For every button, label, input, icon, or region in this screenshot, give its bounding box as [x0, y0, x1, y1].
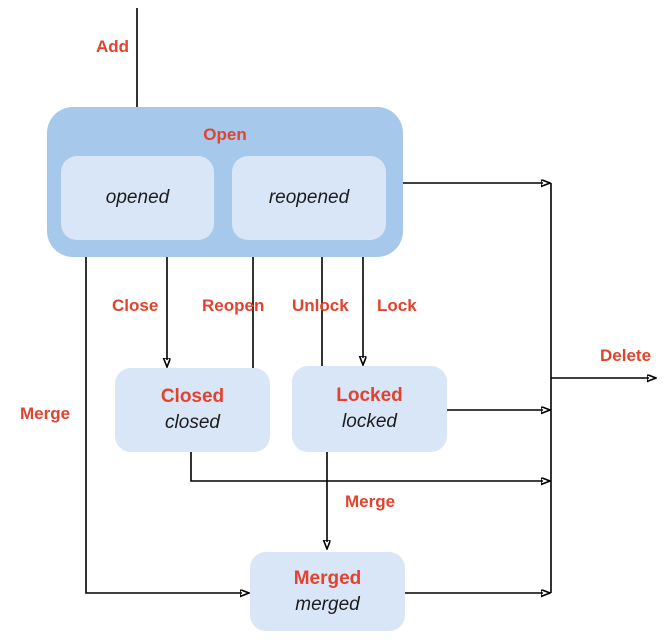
state-closed-sublabel: closed	[165, 412, 220, 433]
transition-label-merge-left: Merge	[20, 404, 71, 423]
state-merged-title: Merged	[293, 567, 362, 589]
state-locked: Locked locked	[292, 366, 447, 452]
state-merged-sublabel: merged	[295, 593, 360, 615]
substate-opened: opened	[61, 156, 214, 240]
transition-label-reopen: Reopen	[202, 296, 265, 315]
transition-label-lock: Lock	[377, 296, 417, 315]
state-closed-title: Closed	[160, 386, 225, 408]
transition-label-unlock: Unlock	[292, 296, 349, 315]
transition-label-close: Close	[112, 296, 159, 315]
substate-reopened-label: reopened	[268, 187, 350, 208]
state-locked-sublabel: locked	[342, 411, 397, 432]
state-locked-title: Locked	[336, 385, 403, 407]
arrow-merge-from-open	[85, 257, 242, 593]
state-merged: Merged merged	[250, 552, 405, 631]
transition-label-add: Add	[96, 37, 130, 56]
transition-label-merge-bottom: Merge	[345, 492, 396, 511]
transition-label-delete: Delete	[600, 346, 652, 365]
substate-reopened: reopened	[232, 156, 386, 240]
arrow-closed-to-delete-line	[190, 452, 543, 481]
state-open-title: Open	[203, 125, 247, 144]
state-closed: Closed closed	[115, 368, 270, 452]
substate-opened-label: opened	[105, 187, 170, 208]
